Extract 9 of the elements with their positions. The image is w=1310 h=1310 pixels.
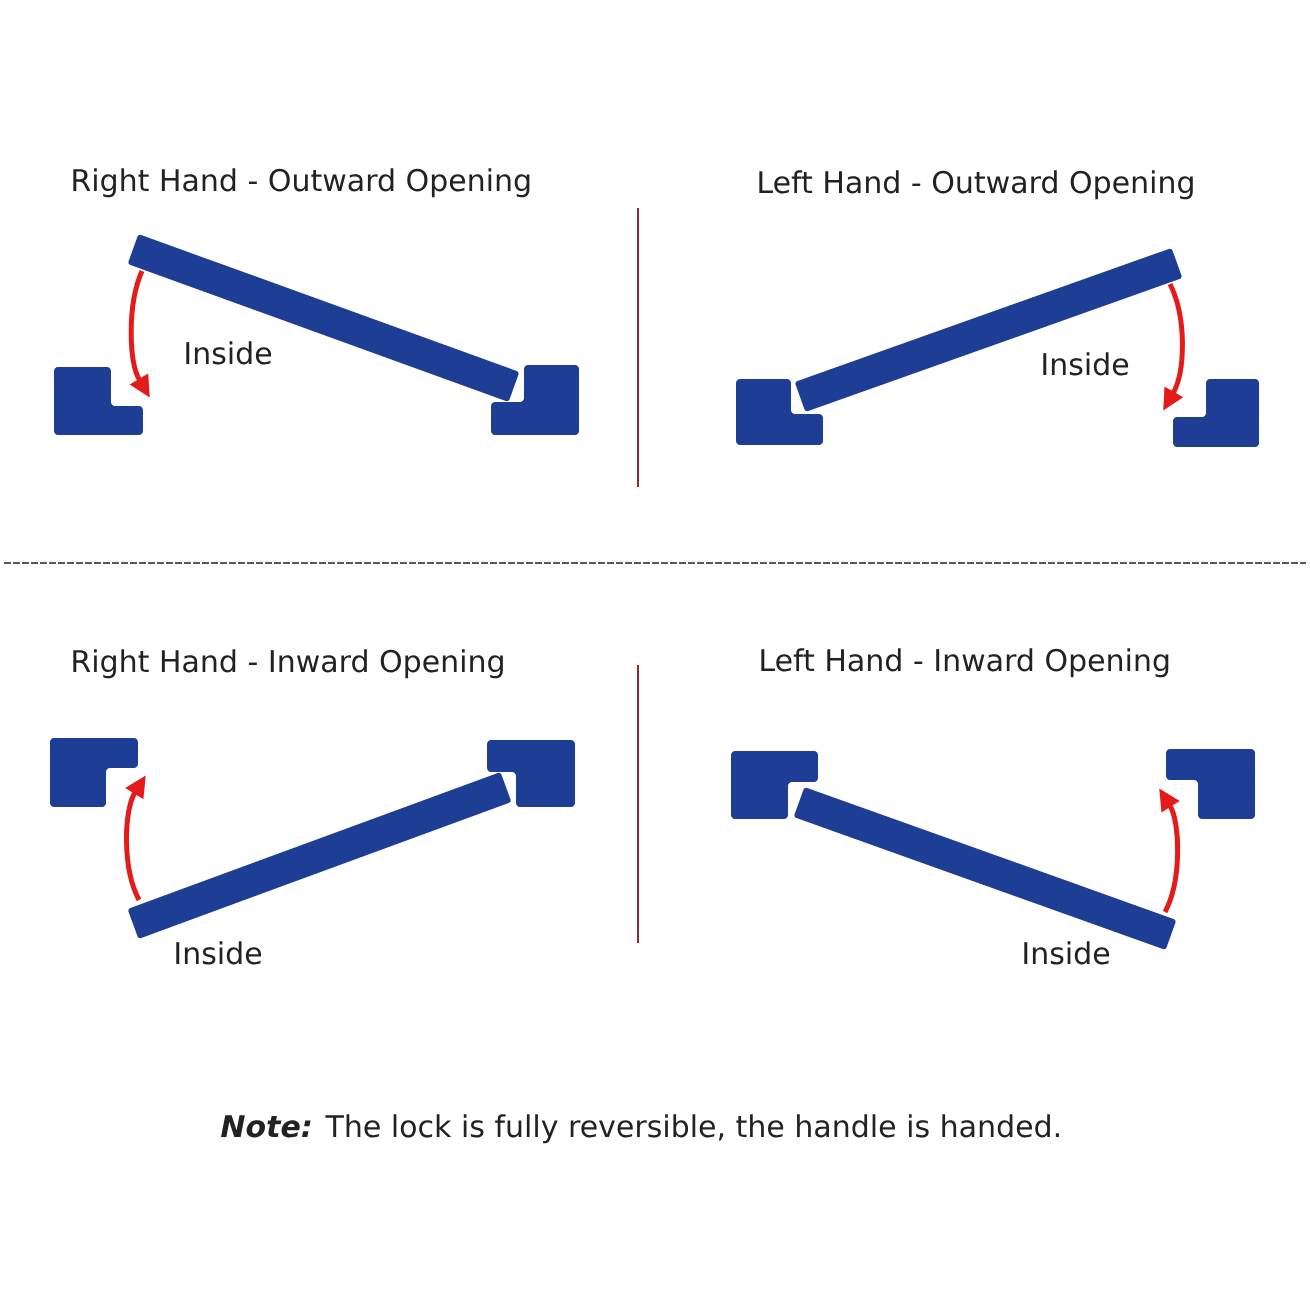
side-label: Inside [1024,941,1110,965]
note-text: Note: The lock is fully reversible, the handle is handed. [221,1114,1059,1144]
panel-title: Left Hand - Outward Opening [759,170,1193,200]
panel-title: Right Hand - Inward Opening [73,649,503,679]
side-label: Inside [186,341,272,365]
panel-title: Left Hand - Inward Opening [761,648,1169,678]
side-label: Inside [1043,352,1129,376]
panel-title: Right Hand - Outward Opening [73,168,530,198]
side-label: Inside [176,941,262,965]
